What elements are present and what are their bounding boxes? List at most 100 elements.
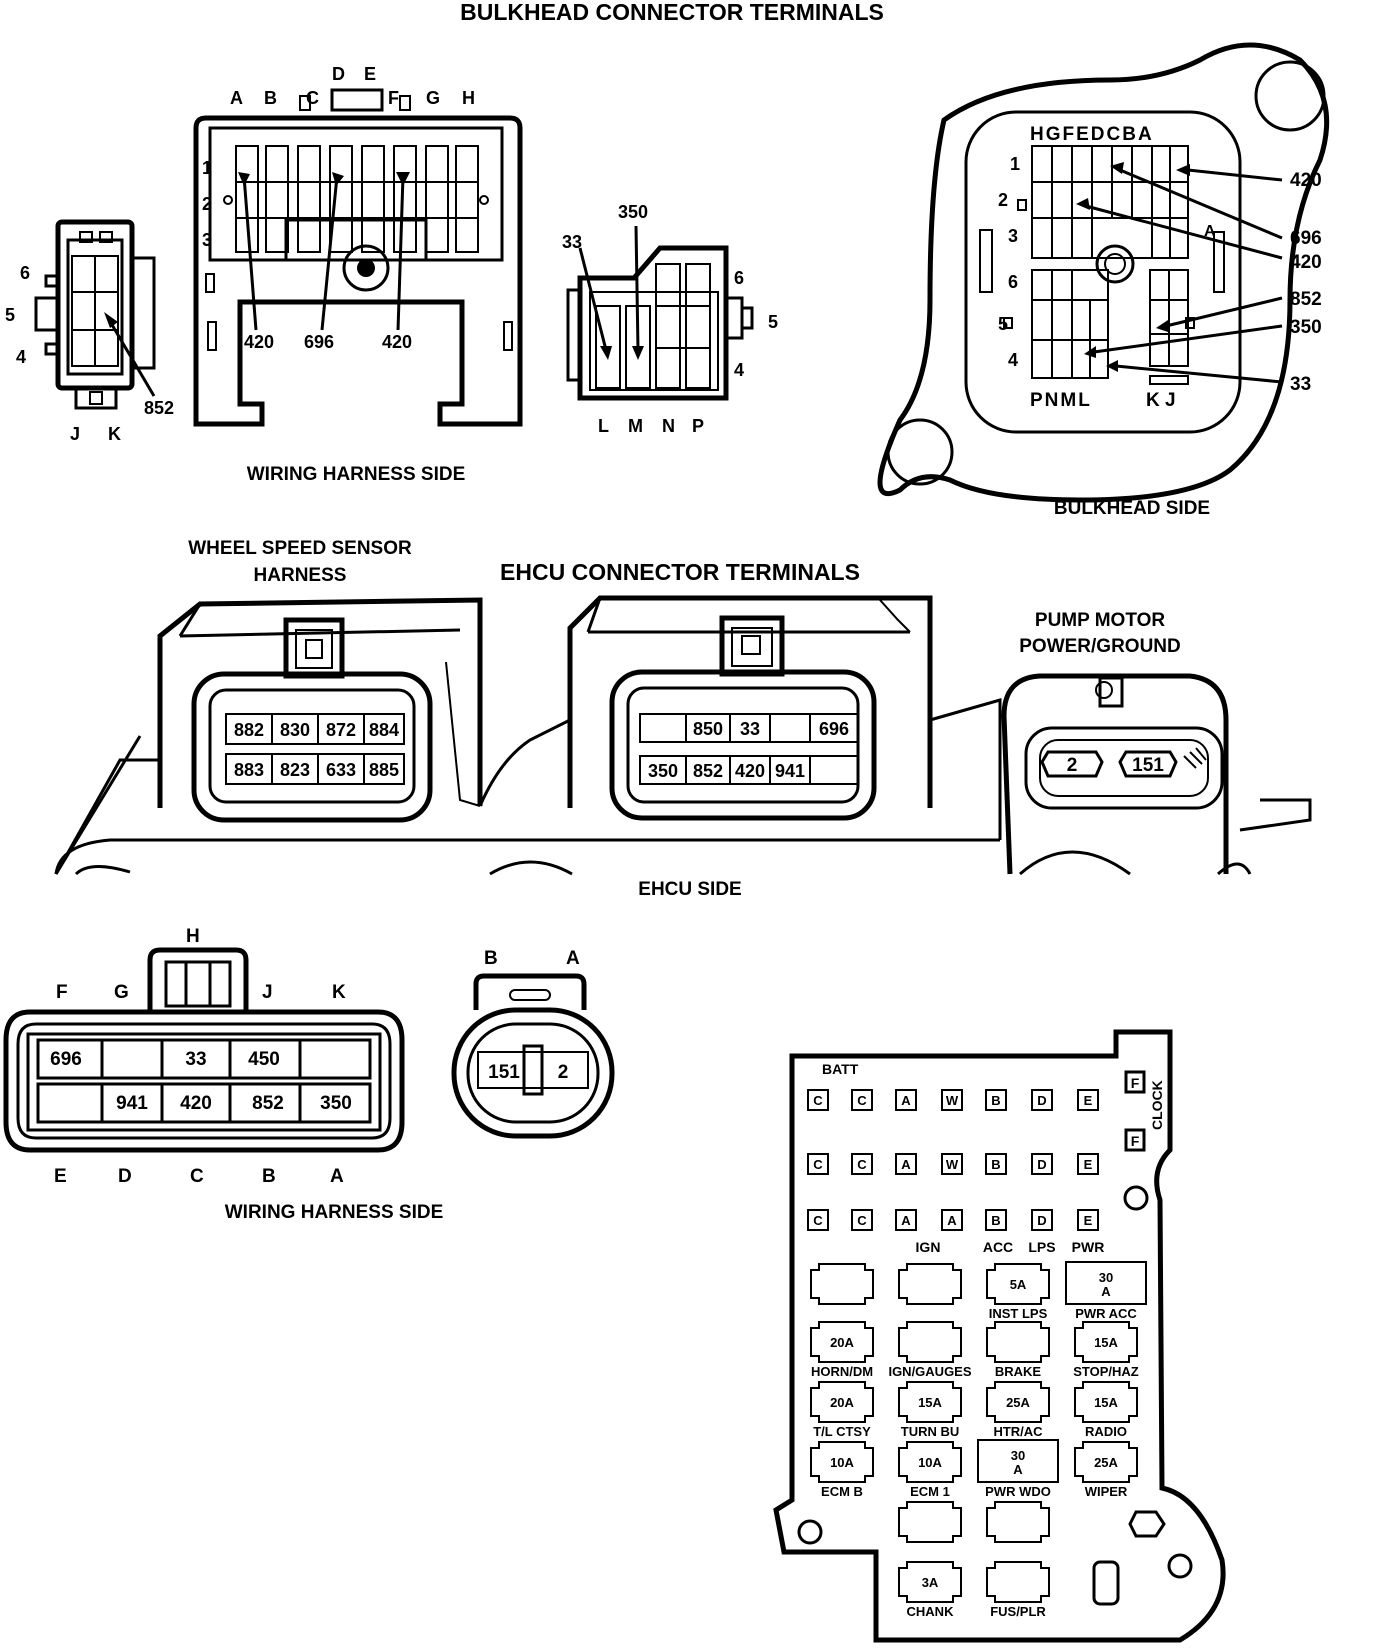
fuse-rating: 10A <box>918 1455 942 1470</box>
harness-letter-k: K <box>332 982 346 1003</box>
fuse-rating: 30 <box>1099 1270 1113 1285</box>
fuse-label: HORN/DM <box>811 1364 873 1379</box>
pin-grid <box>235 145 479 253</box>
label-wheel-speed-sensor: WHEEL SPEED SENSOR <box>188 538 412 559</box>
fuse-batt: BATT <box>822 1061 859 1077</box>
fuse-terminal: A <box>895 1153 917 1175</box>
small-letter-a: A <box>566 948 580 969</box>
fuse-terminal-letter: A <box>901 1157 911 1172</box>
fuse-terminal: C <box>807 1153 829 1175</box>
fuse-terminal: C <box>851 1209 873 1231</box>
ehcu-pin-696: 696 <box>819 719 849 739</box>
fuse-col-lps: LPS <box>1028 1239 1055 1255</box>
col-label-l: L <box>598 416 609 436</box>
connector-jk-harness <box>34 219 156 410</box>
harness-letter-g: G <box>114 982 129 1003</box>
fuse-rating: 5A <box>1010 1277 1027 1292</box>
harness-bottom-connector <box>3 947 405 1153</box>
fuse-f-2: F <box>1131 1133 1140 1149</box>
row-label-5-right: 5 <box>768 312 778 332</box>
fuse-label: BRAKE <box>995 1364 1042 1379</box>
fuse-label: WIPER <box>1085 1484 1128 1499</box>
fuse-label: IGN/GAUGES <box>888 1364 971 1379</box>
bulkhead-plate <box>877 42 1330 503</box>
ehcu-pin-33: 33 <box>740 719 760 739</box>
harness-pin-h-33: 33 <box>185 1049 206 1070</box>
fuse-terminal-letter: A <box>901 1093 911 1108</box>
fuse-slot <box>898 1263 962 1305</box>
col-label-e: E <box>364 64 376 84</box>
bulkhead-col-letters-bottom-right: K J <box>1146 390 1176 411</box>
row-label-6: 6 <box>20 263 30 283</box>
wire-696: 696 <box>304 332 334 352</box>
col-label-h: H <box>462 88 475 108</box>
row-label-3: 3 <box>202 230 212 250</box>
fuse-rating: 15A <box>1094 1395 1118 1410</box>
col-label-p: P <box>692 416 704 436</box>
harness-letter-e: E <box>54 1166 67 1187</box>
col-label-m: M <box>628 416 643 436</box>
fuse-slot <box>986 1501 1050 1543</box>
fuse-terminal-letter: D <box>1037 1213 1046 1228</box>
harness-cell <box>298 1082 372 1124</box>
wheel-pin-830: 830 <box>280 720 310 740</box>
harness-letter-a: A <box>330 1166 344 1187</box>
col-label-a: A <box>230 88 243 108</box>
fuse-terminal-letter: W <box>946 1093 959 1108</box>
wheel-cell <box>363 753 405 785</box>
ehcu-cell <box>809 713 859 743</box>
fuse-slot: 25A WIPER <box>1074 1441 1138 1499</box>
harness-pin-j-450: 450 <box>248 1049 280 1070</box>
fuse-label: FUS/PLR <box>990 1604 1046 1619</box>
wire-33-right: 33 <box>562 232 582 252</box>
ehcu-pin-941: 941 <box>775 761 805 781</box>
col-label-k: K <box>108 424 121 444</box>
fuse-f-1: F <box>1131 1075 1140 1091</box>
fuse-terminal: D <box>1031 1209 1053 1231</box>
wheel-speed-connector <box>191 617 433 823</box>
wheel-pin-883: 883 <box>234 760 264 780</box>
row-label-6-right: 6 <box>734 268 744 288</box>
fuse-terminal: A <box>895 1209 917 1231</box>
fuse-terminal: C <box>807 1089 829 1111</box>
title-ehcu-connector-terminals: EHCU CONNECTOR TERMINALS <box>500 559 860 585</box>
fuse-terminal: A <box>895 1089 917 1111</box>
label-wiring-harness-side-bottom: WIRING HARNESS SIDE <box>225 1202 444 1223</box>
fuse-terminal: C <box>851 1089 873 1111</box>
wheel-pin-872: 872 <box>326 720 356 740</box>
fuse-box <box>773 1029 1226 1643</box>
harness-letter-c: C <box>190 1166 204 1187</box>
col-label-f: F <box>388 88 399 108</box>
fuse-slot <box>810 1263 874 1305</box>
label-ehcu-side: EHCU SIDE <box>638 879 741 900</box>
col-label-n: N <box>662 416 675 436</box>
wheel-pin-885: 885 <box>369 760 399 780</box>
fuse-terminal: B <box>985 1209 1007 1231</box>
small-pin-151: 151 <box>488 1062 520 1083</box>
harness-pin-b-852: 852 <box>252 1093 284 1114</box>
fuse-clock: CLOCK <box>1149 1080 1165 1130</box>
fuse-terminal: C <box>851 1153 873 1175</box>
fuse-terminal-letter: A <box>947 1213 957 1228</box>
harness-cell <box>36 1082 104 1124</box>
fuse-terminal: W <box>941 1089 963 1111</box>
callout-696: 696 <box>1290 228 1322 249</box>
fuse-rating: 30 <box>1011 1448 1025 1463</box>
label-harness: HARNESS <box>254 565 347 586</box>
label-pump-motor: PUMP MOTOR <box>1035 610 1165 631</box>
row-label-1: 1 <box>202 158 212 178</box>
fuse-label: HTR/AC <box>993 1424 1043 1439</box>
bulkhead-row-6: 6 <box>1008 272 1018 292</box>
fuse-label: CHANK <box>907 1604 955 1619</box>
fuse-terminal-letter: C <box>813 1213 823 1228</box>
fuse-rating: 25A <box>1094 1455 1118 1470</box>
harness-letter-d: D <box>118 1166 132 1187</box>
wheel-pin-633: 633 <box>326 760 356 780</box>
col-label-j: J <box>70 424 80 444</box>
callout-350: 350 <box>1290 317 1322 338</box>
ehcu-pin-852: 852 <box>693 761 723 781</box>
ehcu-main-connector <box>609 615 877 821</box>
